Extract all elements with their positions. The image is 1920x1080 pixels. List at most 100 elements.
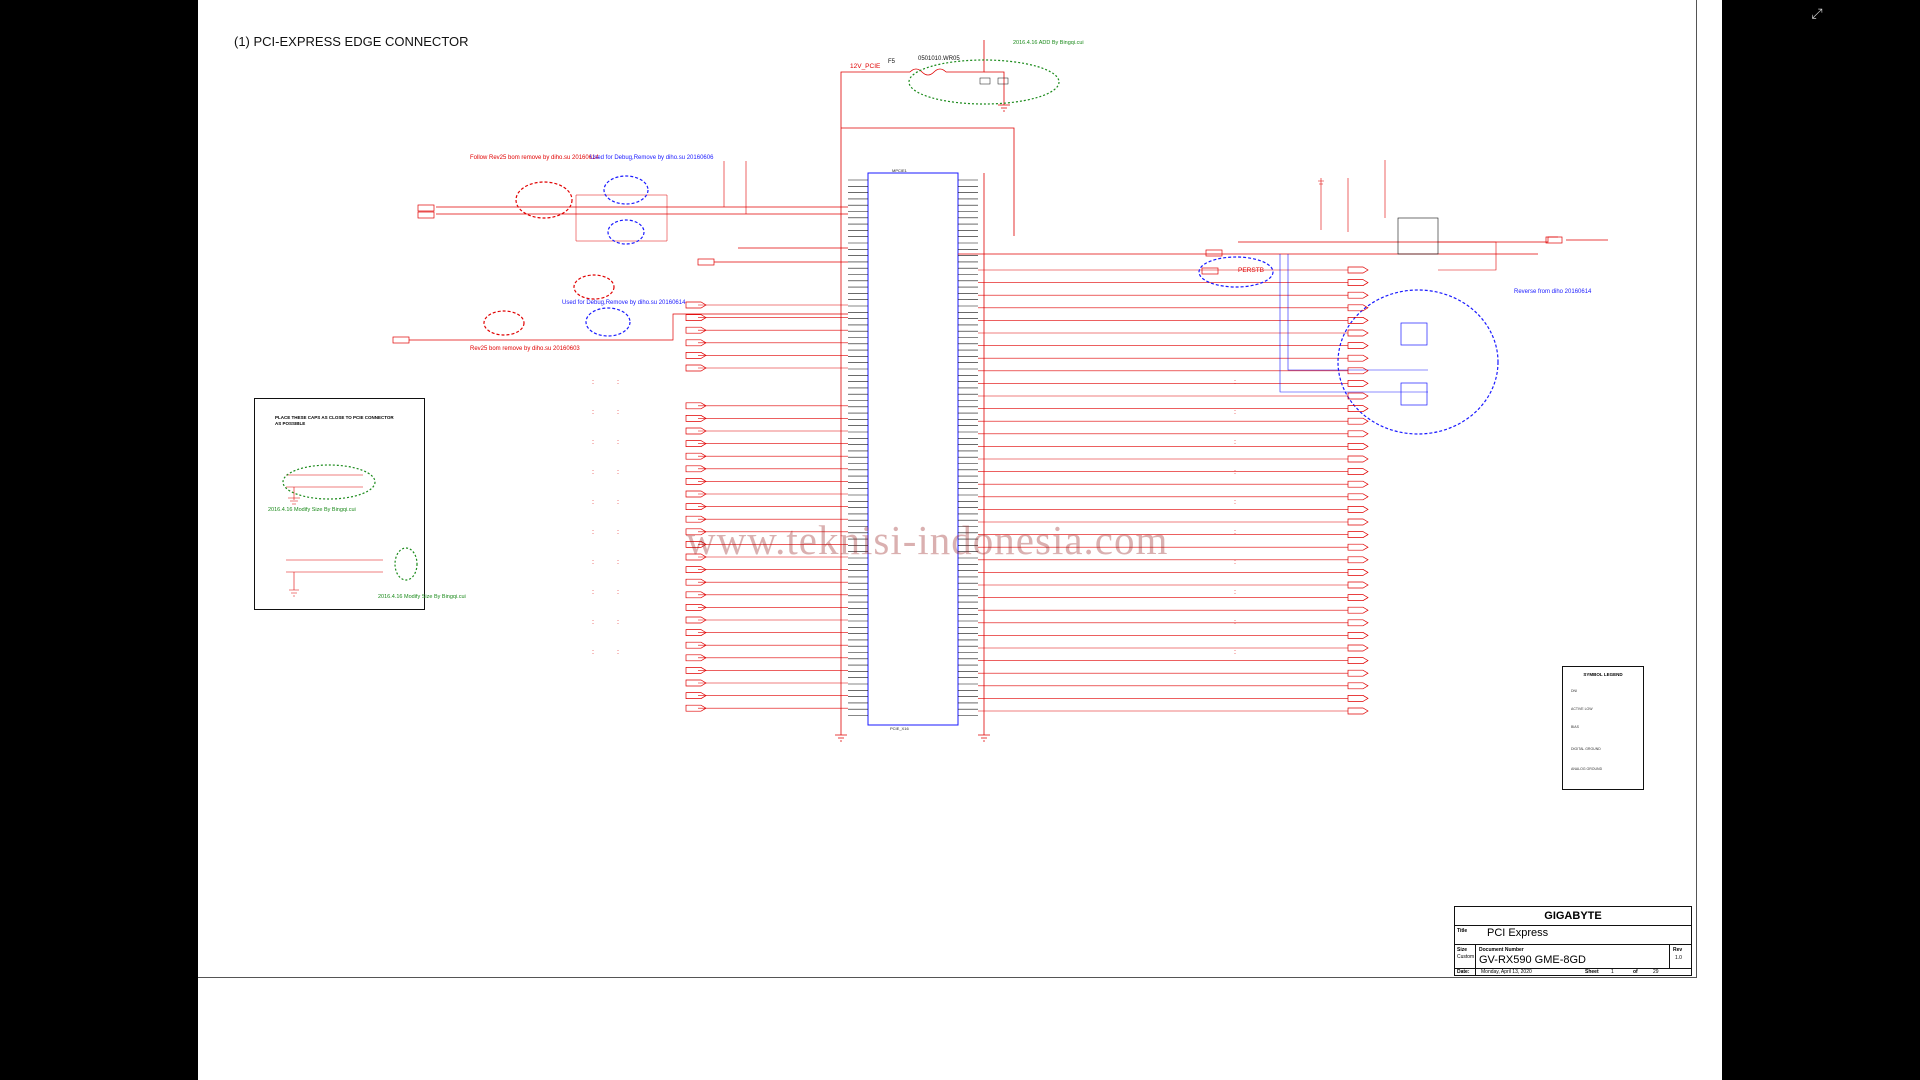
legend-row-analog-ground: ANALOG GROUND	[1571, 767, 1603, 771]
off-page-connector	[685, 326, 707, 334]
off-page-connector	[685, 704, 707, 712]
off-page-connector	[685, 503, 707, 510]
off-page-connector	[1347, 581, 1369, 589]
fuse-part: 0501010.WR05	[918, 56, 960, 62]
tb-of: 29	[1653, 969, 1659, 975]
off-page-connector	[1347, 468, 1369, 475]
note-follow-rev25: Follow Rev25 bom remove by diho.su 20160…	[470, 155, 599, 161]
note-debug-top: Used for Debug,Remove by diho.su 2016060…	[590, 155, 714, 161]
off-page-connector	[1347, 430, 1369, 438]
off-page-connector	[685, 415, 707, 422]
off-page-connector	[685, 578, 707, 586]
watermark: www.teknisi-indonesia.com	[686, 517, 1169, 563]
off-page-connector	[1347, 443, 1369, 450]
off-page-connector	[1347, 619, 1369, 627]
off-page-connector	[1347, 569, 1369, 576]
off-page-connector	[685, 452, 707, 460]
dashed-marks	[592, 380, 1236, 656]
tb-rev: 1.0	[1675, 955, 1682, 961]
connector-ref: MPCIE1	[892, 168, 907, 173]
off-page-connector	[1347, 657, 1369, 664]
off-page-connector	[685, 641, 707, 649]
right-red-nets	[978, 269, 1348, 712]
tb-size: Custom	[1457, 954, 1475, 960]
off-page-connector	[1347, 506, 1369, 513]
right-off-page-connectors	[1347, 266, 1369, 715]
off-page-connector	[1347, 317, 1369, 324]
off-page-connector	[685, 352, 707, 359]
decoupling-caps-box: PLACE THESE CAPS AS CLOSE TO PCIE CONNEC…	[254, 398, 425, 610]
off-page-connector	[1347, 455, 1369, 463]
off-page-connector	[1347, 518, 1369, 526]
off-page-connector	[685, 654, 707, 662]
legend-title: SYMBOL LEGEND	[1583, 672, 1623, 677]
off-page-connector	[1347, 304, 1369, 312]
off-page-connector	[1347, 279, 1369, 286]
tb-title-label: Title	[1457, 928, 1468, 934]
note-reverse-from-diho: Reverse from diho 20160614	[1514, 289, 1592, 295]
off-page-connector	[685, 478, 707, 485]
off-page-connector	[1347, 480, 1369, 488]
pcie-connector-body	[867, 172, 959, 726]
off-page-connector	[685, 364, 707, 372]
off-page-connector	[685, 604, 707, 611]
page-frame	[198, 0, 1697, 978]
place-caps-note: PLACE THESE CAPS AS CLOSE TO PCIE CONNEC…	[275, 415, 394, 426]
off-page-connector	[1347, 380, 1369, 387]
off-page-connector	[1347, 531, 1369, 538]
off-page-connector	[1347, 291, 1369, 299]
off-page-connector	[1347, 417, 1369, 425]
off-page-connector	[685, 427, 707, 435]
tb-size-label: Size	[1457, 947, 1468, 953]
off-page-connector	[1347, 543, 1369, 551]
note-debug-mid: Used for Debug,Remove by diho.su 2016061…	[562, 300, 686, 306]
note-modify-size-2: 2016.4.16 Modify Size By Bingqi.cui	[378, 594, 466, 600]
off-page-connector	[1347, 682, 1369, 690]
tb-sheet-label: Sheet	[1585, 969, 1599, 975]
off-page-connector	[1347, 342, 1369, 349]
off-page-connector	[685, 692, 707, 699]
note-rev25-bottom: Rev25 bom remove by diho.su 20160603	[470, 346, 580, 352]
off-page-connector	[1347, 392, 1369, 400]
off-page-connector	[1347, 644, 1369, 652]
legend-row-digital-ground: DIGITAL GROUND	[1571, 747, 1601, 751]
net-12v-pcie: 12V_PCIE	[850, 63, 881, 70]
left-off-page-connectors	[685, 301, 707, 712]
off-page-connector	[1347, 669, 1369, 677]
tb-date: Monday, April 13, 2020	[1481, 969, 1532, 975]
off-page-connector	[1347, 707, 1369, 715]
off-page-connector	[1347, 556, 1369, 564]
off-page-connector	[685, 553, 707, 561]
off-page-connector	[685, 440, 707, 447]
off-page-connector	[1347, 367, 1369, 375]
schematic-page: (1) PCI-EXPRESS EDGE CONNECTOR 2016.4.16…	[198, 0, 1722, 1080]
tb-company: GIGABYTE	[1455, 907, 1691, 926]
off-page-connector	[685, 402, 707, 410]
connector-part: PCIE_X16	[890, 726, 909, 731]
tb-docnum-label: Document Number	[1479, 947, 1524, 953]
fuse-ref: F5	[888, 59, 896, 65]
note-modify-size-1: 2016.4.16 Modify Size By Bingqi.cui	[268, 507, 356, 513]
title-block: GIGABYTE Title PCI Express Size Custom D…	[1454, 906, 1692, 976]
off-page-connector	[685, 629, 707, 636]
tb-title: PCI Express	[1487, 927, 1549, 939]
expand-arrows-icon[interactable]: ⤢	[1811, 6, 1823, 22]
off-page-connector	[1347, 493, 1369, 501]
off-page-connector	[1347, 632, 1369, 639]
symbol-legend: SYMBOL LEGEND DNI ACTIVE LOW BIAS DIGITA…	[1562, 666, 1644, 790]
off-page-connector	[685, 301, 707, 309]
legend-row-active-low: ACTIVE LOW	[1571, 707, 1593, 711]
schematic-drawing	[282, 40, 1608, 742]
off-page-connector	[685, 541, 707, 548]
off-page-connector	[685, 515, 707, 523]
tb-rev-label: Rev	[1673, 947, 1683, 953]
off-page-connector	[685, 528, 707, 536]
tb-divider	[1455, 944, 1691, 945]
legend-row-dni: DNI	[1571, 689, 1578, 693]
off-page-connector	[1347, 606, 1369, 614]
tb-date-label: Date:	[1457, 969, 1470, 975]
connector-right-pins	[958, 179, 978, 716]
tb-sheet: 1	[1611, 969, 1614, 975]
tb-of-label: of	[1633, 969, 1638, 975]
